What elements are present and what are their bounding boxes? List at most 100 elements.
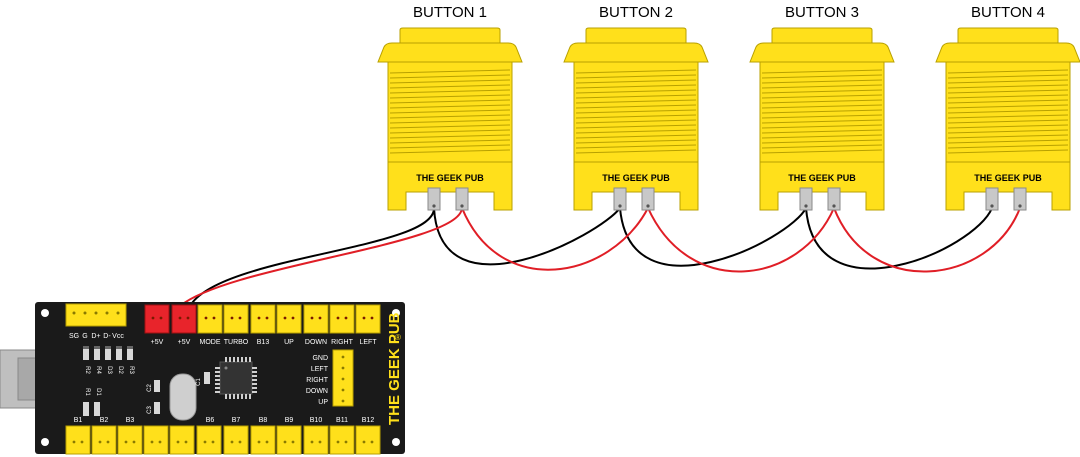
connector-pin	[204, 316, 208, 320]
smd-component	[83, 402, 89, 416]
connector-pin	[362, 316, 366, 320]
button-title: BUTTON 3	[785, 4, 859, 21]
bottom-connector	[65, 425, 91, 455]
mcu-lead	[215, 367, 220, 369]
mcu-lead	[252, 387, 257, 389]
header-pin	[116, 311, 120, 315]
smd-label: R1	[84, 388, 90, 396]
power-wire-board	[179, 207, 463, 307]
header-pin-label: SG	[69, 333, 79, 340]
connector-pin	[265, 316, 269, 320]
connector-pin	[362, 440, 366, 444]
smd-label: R2	[84, 366, 90, 374]
connector-pin	[150, 440, 154, 444]
joystick-pin-label: RIGHT	[306, 377, 329, 384]
mcu-lead	[252, 371, 257, 373]
mcu-lead	[252, 375, 257, 377]
smd-label: D3	[106, 366, 112, 374]
top-connector	[223, 304, 249, 334]
connector-pin	[257, 440, 261, 444]
bottom-connector-label: B6	[206, 417, 215, 424]
wires	[179, 207, 1021, 307]
button-brand: THE GEEK PUB	[602, 173, 670, 183]
header-pin-label: D+	[91, 333, 100, 340]
header-pin-label: G	[82, 333, 87, 340]
mcu-lead	[249, 394, 251, 399]
mcu-lead	[245, 357, 247, 362]
connector-pin	[370, 316, 374, 320]
smd-component	[127, 346, 133, 360]
bottom-connector	[169, 425, 195, 455]
usb-header	[65, 303, 127, 327]
signal-wire-2-3	[647, 207, 835, 273]
bottom-connector	[196, 425, 222, 455]
top-connector-label: TURBO	[224, 339, 249, 346]
capacitor	[204, 372, 210, 384]
bottom-connector-label: B12	[362, 417, 375, 424]
button-bezel	[749, 42, 895, 63]
connector-pin	[230, 316, 234, 320]
terminal-hole	[460, 204, 464, 208]
mcu-lead	[215, 383, 220, 385]
button-plunger	[399, 27, 501, 44]
mcu-lead	[241, 394, 243, 399]
button-switch-housing	[945, 161, 1071, 211]
smd-component	[94, 346, 100, 360]
mounting-hole	[392, 309, 400, 317]
signal-wire-1-2	[461, 207, 649, 271]
connector-pin	[336, 316, 340, 320]
connector-pin	[203, 440, 207, 444]
header-pin-label: Vcc	[112, 333, 124, 340]
joystick-pin-label: LEFT	[311, 366, 329, 373]
button-plunger	[957, 27, 1059, 44]
button-bezel	[935, 42, 1080, 63]
bottom-connector	[276, 425, 302, 455]
smd-label: R4	[95, 366, 101, 374]
button-terminal	[827, 187, 841, 211]
mcu-lead	[252, 367, 257, 369]
mcu-lead	[233, 394, 235, 399]
connector-pin	[310, 440, 314, 444]
terminal-hole	[1018, 204, 1022, 208]
connector-pin	[124, 440, 128, 444]
mcu-lead	[225, 357, 227, 362]
capacitor-label: C2	[147, 384, 153, 392]
header-pin-label: D-	[103, 333, 111, 340]
ground-wire-3-4	[805, 207, 993, 270]
mcu-lead	[237, 357, 239, 362]
connector-pin	[106, 440, 110, 444]
connector-pin	[158, 440, 162, 444]
bottom-connector-label: B10	[310, 417, 323, 424]
smd-component	[105, 346, 111, 360]
button-threads	[947, 69, 1069, 154]
connector-pin	[178, 316, 182, 320]
mcu-lead	[225, 394, 227, 399]
bottom-connector	[223, 425, 249, 455]
connector-pin	[265, 440, 269, 444]
mcu-lead	[241, 357, 243, 362]
smd-component	[116, 346, 122, 360]
connector-pin	[283, 440, 287, 444]
bottom-connector	[303, 425, 329, 455]
joystick-pin	[341, 366, 345, 370]
connector-pin	[310, 316, 314, 320]
capacitor	[154, 402, 160, 414]
mcu-lead	[215, 371, 220, 373]
top-connector-label: DOWN	[305, 339, 327, 346]
smd-component	[83, 346, 89, 360]
button-threads	[761, 69, 883, 154]
mcu-package	[219, 361, 253, 395]
bottom-connector-label: B2	[100, 417, 109, 424]
connector-pin	[98, 440, 102, 444]
connector-pin	[159, 316, 163, 320]
joystick-pin-label: UP	[318, 399, 328, 406]
smd-band	[116, 346, 122, 349]
mcu-lead	[233, 357, 235, 362]
bottom-connector-label: B7	[232, 417, 241, 424]
smd-band	[94, 346, 100, 349]
header-pin	[83, 311, 87, 315]
connector-pin	[291, 440, 295, 444]
